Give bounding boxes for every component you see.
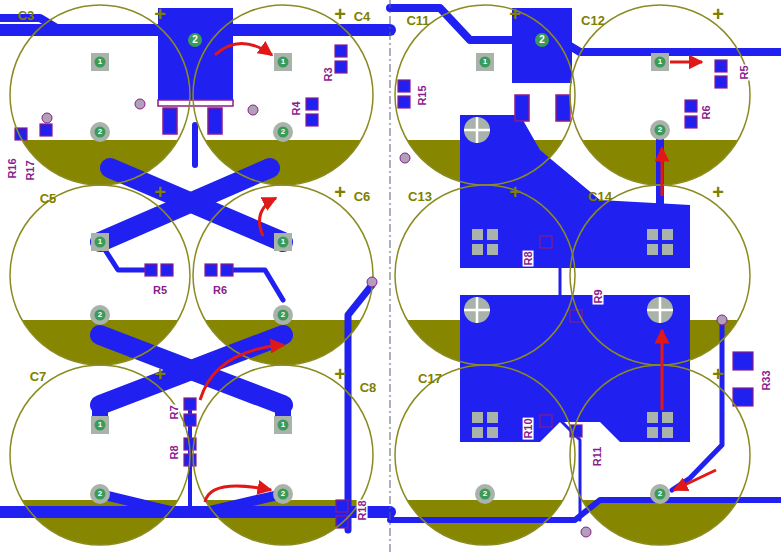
pad-number: 1 [281,58,285,66]
resistor-label: R5 [152,285,168,296]
resistor-label: R18 [357,499,368,521]
polarity-mark: + [712,182,724,202]
pad-number: 2 [483,490,487,498]
polarity-mark: + [712,364,724,384]
component-label: C4 [354,10,371,23]
polarity-mark: + [154,364,166,384]
resistor-label: R11 [592,445,603,467]
polarity-mark: + [712,4,724,24]
ic-pin-number: 2 [192,35,198,45]
thermal-pad [464,117,673,438]
capacitor-band [22,140,738,545]
polarity-mark: + [154,182,166,202]
pad-number: 1 [98,58,102,66]
component-label: C13 [408,190,432,203]
polarity-mark: + [509,4,521,24]
resistor-label: R6 [212,285,228,296]
resistor-label: R17 [25,159,36,181]
resistor-label: R8 [523,250,534,266]
pad-number: 1 [281,421,285,429]
resistor-label: R10 [523,417,534,439]
resistor-label: R3 [323,66,334,82]
polarity-mark: + [154,4,166,24]
polarity-mark: + [509,182,521,202]
resistor-label: R8 [169,444,180,460]
pad-number: 1 [98,238,102,246]
component-label: C11 [406,14,429,27]
pad-number: 2 [281,311,285,319]
resistor-label: R33 [761,369,772,391]
polarity-mark: + [334,364,346,384]
pad-number: 2 [98,128,102,136]
resistor-label: R9 [593,288,604,304]
component-label: C6 [354,190,371,203]
ic-pin [158,95,570,134]
capacitor-pad [90,33,670,504]
resistor-label: R7 [169,404,180,420]
resistor-label: R4 [291,100,302,116]
pad-number: 2 [281,490,285,498]
component-label: C5 [40,192,57,205]
component-label: C7 [30,370,47,383]
polarity-mark: + [334,4,346,24]
pad-number: 1 [658,58,662,66]
current-arrow [200,44,716,503]
resistor-label: R15 [417,84,428,106]
pad-number: 1 [98,421,102,429]
resistor-label: R6 [701,104,712,120]
resistor-pad [15,45,753,528]
component-label: C12 [581,14,605,27]
component-label: C8 [360,381,377,394]
component-label: C17 [418,372,442,385]
pad-number: 1 [281,238,285,246]
resistor-label: R16 [7,157,18,179]
pad-number: 1 [483,58,487,66]
component-label: C3 [18,9,35,22]
capacitor-outline [10,5,750,545]
pad-number: 2 [281,128,285,136]
pad-number: 2 [658,490,662,498]
ic-pin-number: 2 [539,35,545,45]
polarity-mark: + [334,182,346,202]
via [42,99,727,537]
divider-line [390,0,391,552]
pad-number: 2 [98,311,102,319]
resistor-label: R5 [739,64,750,80]
component-label: C14 [588,190,612,203]
pad-number: 2 [658,126,662,134]
pad-number: 2 [98,490,102,498]
